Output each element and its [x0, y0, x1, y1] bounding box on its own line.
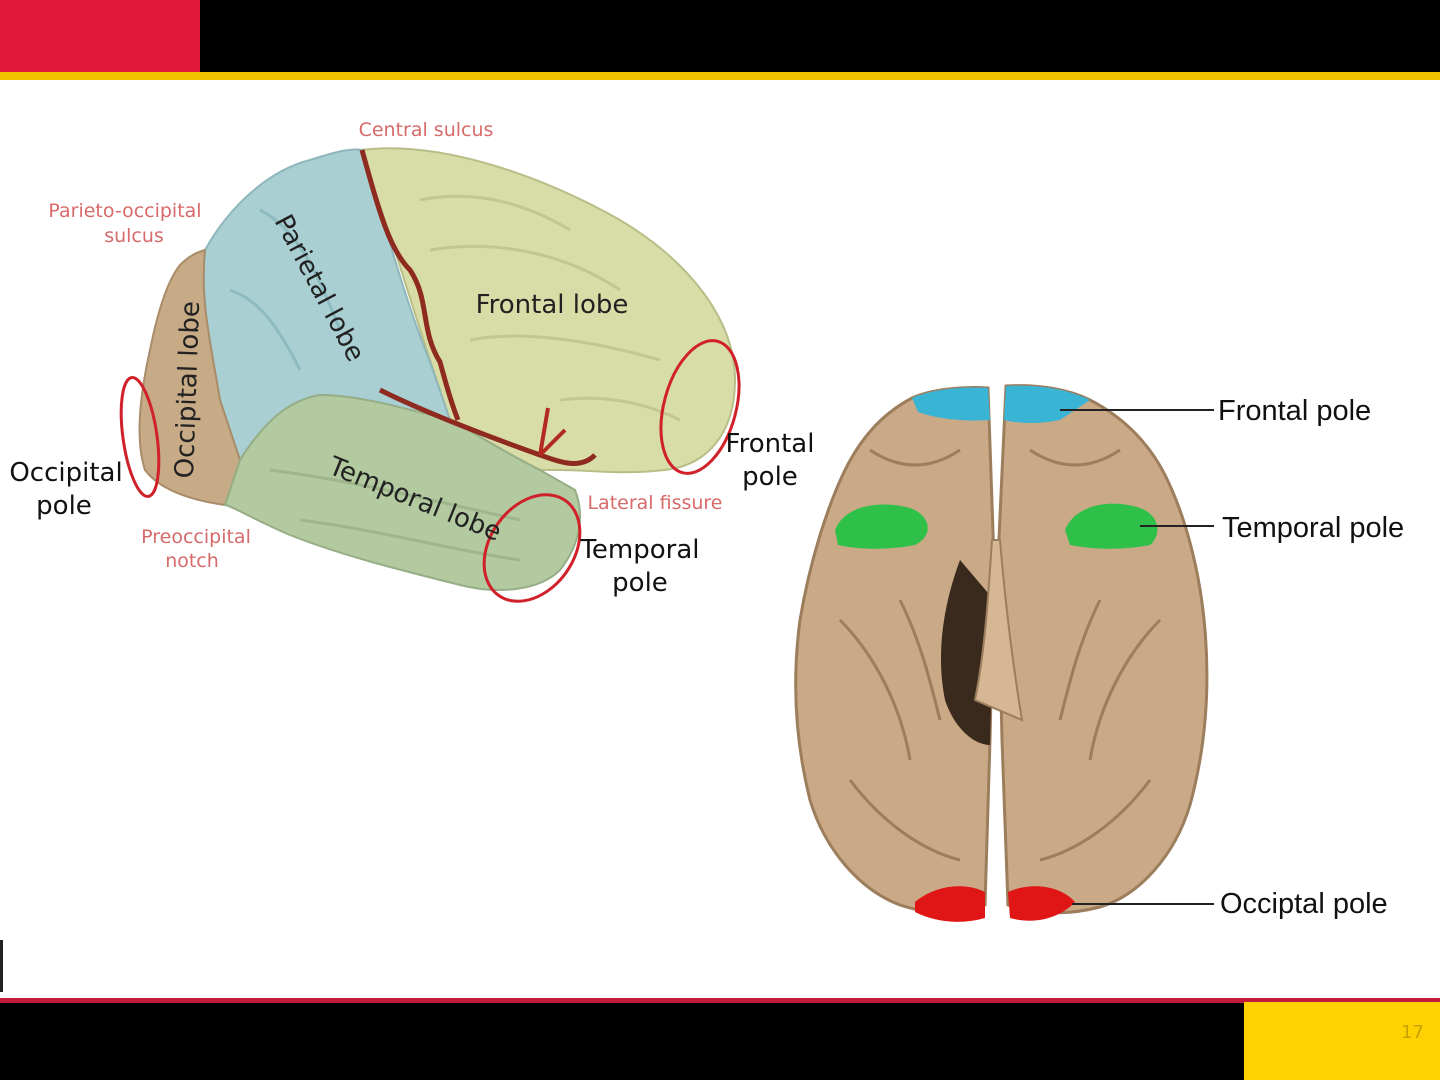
- occipital-pole-circle: [119, 376, 161, 498]
- occipital-pole-right-patch: [1008, 886, 1075, 921]
- slide-edge-mark: [0, 940, 3, 992]
- frontal-pole-label: Frontal pole: [1218, 395, 1371, 427]
- frontal-gyri-texture: [419, 194, 681, 422]
- lateral-fissure-label: Lateral fissure: [587, 492, 722, 514]
- lateral-fissure-line: [378, 387, 597, 466]
- frontal-pole-circle: [659, 339, 741, 475]
- lateral-brain-diagram: Central sulcus Parieto-occipital sulcus …: [9, 119, 815, 603]
- page-number: 17: [1401, 1022, 1424, 1043]
- preoccipital-notch-label-line1: Preoccipital: [141, 526, 251, 548]
- occipital-lobe-region: [138, 248, 242, 507]
- temporal-pole-label: Temporal pole: [1222, 512, 1404, 544]
- temporal-pole-label-line2: pole: [612, 568, 668, 598]
- parieto-occipital-sulcus-label-line2: sulcus: [104, 225, 164, 247]
- inferior-gyri-texture: [838, 448, 1162, 862]
- parieto-occipital-sulcus-label-line1: Parieto-occipital: [48, 200, 201, 222]
- frontal-pole-right-patch: [1004, 385, 1090, 423]
- right-hemisphere: [996, 384, 1209, 915]
- temporal-gyri-texture: [269, 468, 521, 562]
- frontal-pole-label-line1: Frontal: [726, 429, 815, 459]
- frontal-pole-label-line2: pole: [742, 462, 798, 492]
- temporal-pole-circle: [482, 493, 582, 603]
- central-sulcus-line: [359, 149, 461, 421]
- frontal-lobe-label: Frontal lobe: [476, 290, 629, 320]
- footer-bar: [0, 998, 1440, 1080]
- central-sulcus-label: Central sulcus: [359, 119, 494, 141]
- occipital-pole-label: Occiptal pole: [1220, 888, 1388, 920]
- title-bar-accent: [0, 0, 200, 76]
- title-bar: [0, 0, 1440, 80]
- occipital-pole-label-line2: pole: [36, 491, 92, 521]
- preoccipital-notch-label-line2: notch: [165, 550, 219, 572]
- temporal-pole-left-patch: [835, 504, 928, 549]
- occipital-lobe-label: Occipital lobe: [170, 301, 206, 479]
- temporal-pole-label-line1: Temporal: [579, 535, 699, 565]
- inferior-brain-diagram: Frontal pole Temporal pole Occiptal pole: [794, 384, 1404, 922]
- frontal-pole-left-patch: [912, 387, 990, 421]
- title-bar-underline: [0, 72, 1440, 80]
- footer-accent: [1244, 1002, 1440, 1080]
- parietal-gyri-texture: [229, 208, 342, 371]
- footer-red-line: [0, 998, 1440, 1003]
- temporal-pole-right-patch: [1065, 503, 1158, 549]
- occipital-pole-label-line1: Occipital: [9, 458, 122, 488]
- lateral-fissure-branch: [538, 407, 567, 457]
- occipital-pole-left-patch: [915, 886, 985, 922]
- brainstem-stalk: [973, 539, 1024, 722]
